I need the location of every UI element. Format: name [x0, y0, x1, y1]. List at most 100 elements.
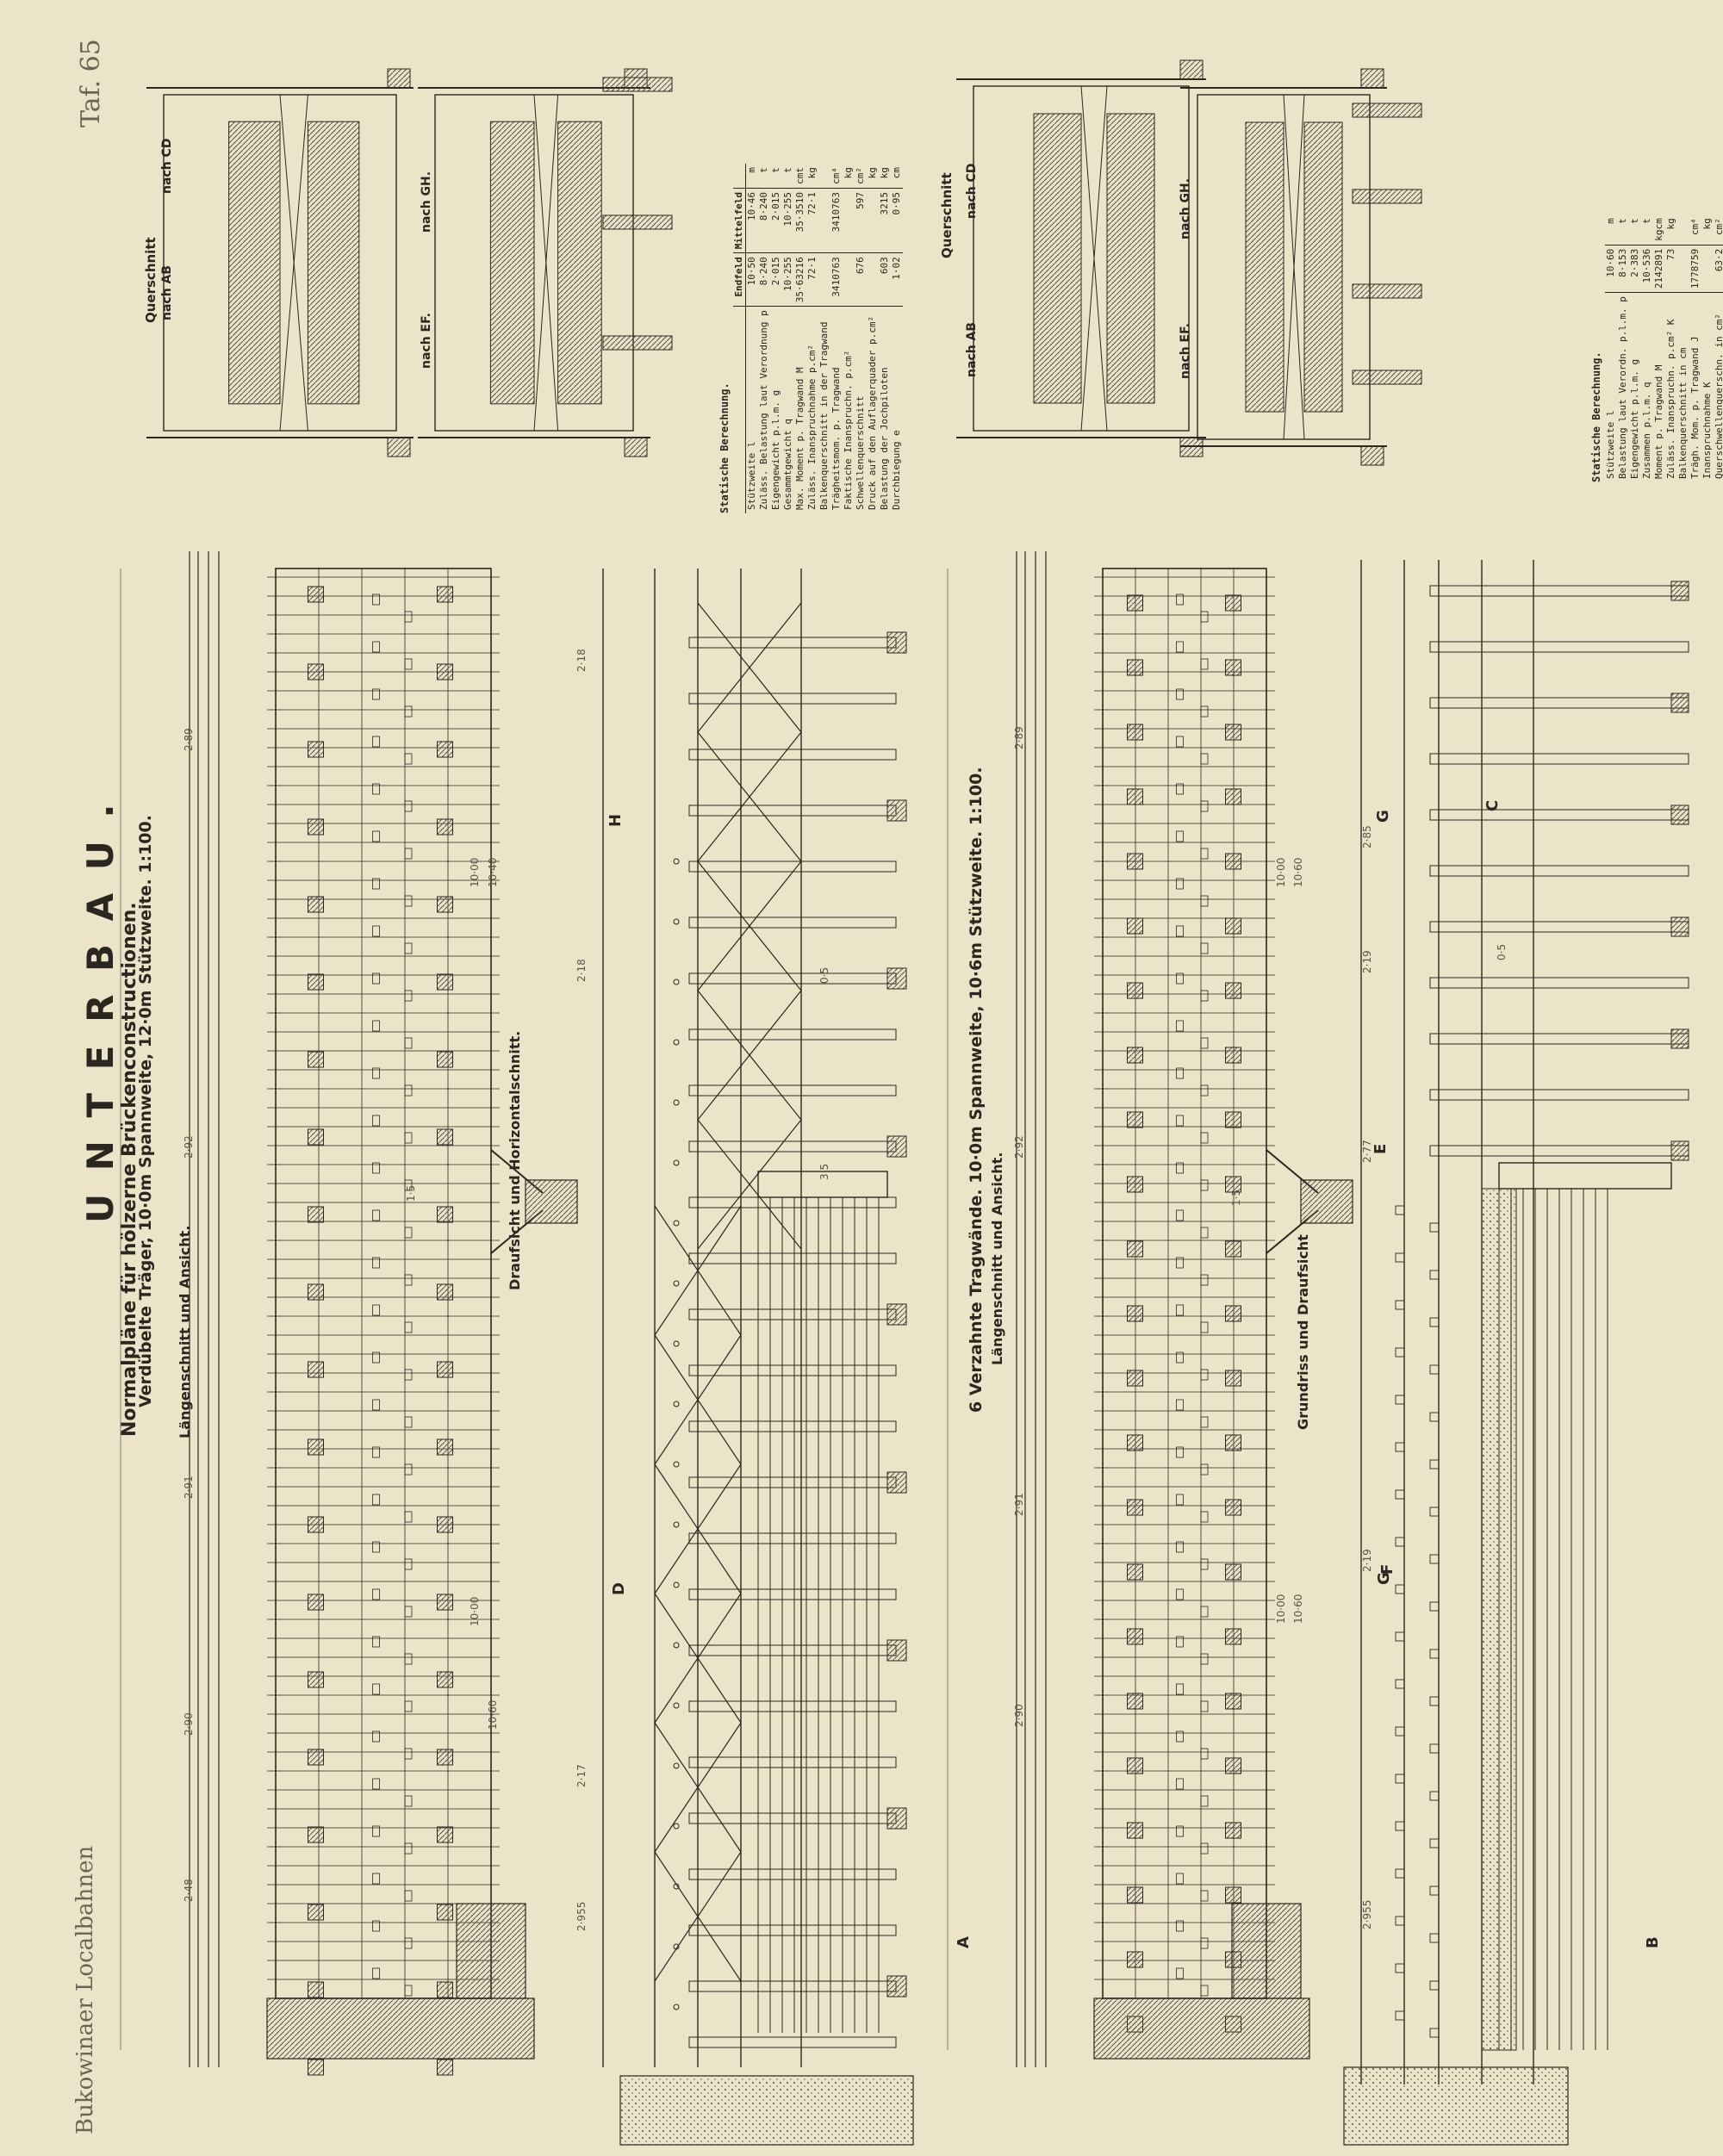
cross-beam	[1429, 865, 1689, 877]
calc2-row-unit: cm⁴	[1689, 214, 1701, 245]
girder	[275, 568, 492, 1999]
bolt-block	[1127, 1628, 1143, 1645]
calc2-row-value: 2142891	[1653, 245, 1665, 293]
dowel	[372, 1399, 380, 1411]
cross-beam	[688, 1868, 897, 1880]
dowel	[1176, 593, 1184, 606]
bolt-block	[308, 1826, 324, 1843]
post-cap	[1670, 693, 1689, 713]
dowel	[1176, 1825, 1184, 1837]
dowel	[1176, 1683, 1184, 1695]
pile	[602, 77, 673, 92]
calc1-row-endfeld: 3410763	[830, 252, 843, 307]
cross-beam	[688, 1420, 897, 1432]
dimension-label: 2·89	[1013, 726, 1025, 749]
dowel	[372, 1257, 380, 1269]
bolt-square	[1429, 1838, 1440, 1848]
bolt	[673, 1762, 680, 1769]
calc1-row-label: Stützweite l	[746, 441, 757, 510]
dowel	[1200, 658, 1209, 670]
bolt-block	[1127, 1305, 1143, 1322]
calc1-row-label: Trägheitsmom. p. Tragwand	[830, 367, 842, 510]
bolt-block	[1225, 659, 1241, 676]
dowel	[404, 1321, 413, 1333]
calc1-row-label: Gesammtgewicht q	[782, 419, 793, 510]
dowel	[1200, 1084, 1209, 1097]
bolt-block	[308, 818, 324, 836]
cross-beam	[688, 1196, 897, 1208]
bolt-block	[1225, 788, 1241, 805]
bolt-block	[308, 1904, 324, 1921]
cross-beam	[688, 1532, 897, 1544]
ballast	[1481, 1188, 1517, 2051]
dowel	[1200, 1558, 1209, 1570]
calc1-row-unit	[818, 164, 830, 189]
bolt-block	[1127, 1757, 1143, 1774]
bolt-block	[1225, 1370, 1241, 1387]
bolt-square	[1395, 1916, 1405, 1926]
bolt-square	[1429, 1507, 1440, 1517]
bolt-block	[1127, 788, 1143, 805]
line	[654, 1463, 742, 1594]
bolt-square	[1429, 1270, 1440, 1280]
dowel	[372, 1920, 380, 1932]
calc1-row-endfeld	[818, 252, 830, 307]
calc2-row-value: 63·2	[1714, 245, 1723, 293]
bolt-square	[1395, 1774, 1405, 1784]
calc1-row-unit: cm⁴	[830, 164, 843, 189]
bolt-block	[1225, 1757, 1241, 1774]
section-letter: G	[1375, 1572, 1393, 1585]
dowel	[1176, 1541, 1184, 1553]
dowel	[404, 1037, 413, 1049]
timber-stack	[1303, 121, 1343, 413]
bolt	[673, 1702, 680, 1709]
rail	[387, 437, 411, 457]
dowel	[372, 972, 380, 985]
calc1-row-label: Zuläss. Inanspruchnahme p.cm²	[806, 344, 818, 510]
bolt-block	[1127, 1693, 1143, 1710]
bolt-square	[1395, 2010, 1405, 2021]
dowel	[1176, 1304, 1184, 1316]
dowel	[1200, 1037, 1209, 1049]
section-letter: G	[1374, 810, 1392, 823]
bolt-square	[1429, 2028, 1440, 2038]
dowel	[1176, 688, 1184, 700]
bolt-square	[1395, 1205, 1405, 1215]
dowel	[372, 1636, 380, 1648]
dimension-label: 0·5	[1496, 943, 1508, 960]
dowel	[372, 1825, 380, 1837]
calc1-row-endfeld	[867, 252, 879, 307]
dowel	[372, 736, 380, 748]
calc2-row-unit: t	[1629, 214, 1641, 245]
calc1-row-endfeld: 72·1	[806, 252, 818, 307]
dowel	[1200, 611, 1209, 623]
bolt-square	[1395, 1584, 1405, 1594]
bolt-square	[1395, 1821, 1405, 1831]
dowel	[1200, 800, 1209, 812]
bolt-block	[1127, 1176, 1143, 1193]
calc2-row-value	[1677, 245, 1689, 293]
bolt-square	[1395, 1963, 1405, 1973]
dowel	[1200, 1227, 1209, 1239]
abutment-wall	[456, 1903, 526, 1999]
calc2-row-unit: cm²	[1714, 214, 1723, 245]
bolt-block	[437, 2059, 453, 2076]
calc2-row-value: 10·536	[1641, 245, 1653, 293]
cross-beam	[1429, 641, 1689, 653]
dimension-label: 2·92	[1013, 1135, 1025, 1159]
dowel	[404, 1842, 413, 1855]
dowel	[1200, 1321, 1209, 1333]
bottom-longitudinal-view	[947, 551, 1353, 2067]
dowel	[404, 990, 413, 1002]
bolt-block	[1225, 724, 1241, 741]
label-top-plan: Draufsicht und Horizontalschnitt.	[507, 1030, 523, 1290]
cross-beam	[688, 1588, 897, 1600]
dowel	[1176, 1588, 1184, 1600]
dowel	[1200, 1179, 1209, 1191]
cross-beam	[1429, 1145, 1689, 1157]
dowel	[372, 1683, 380, 1695]
